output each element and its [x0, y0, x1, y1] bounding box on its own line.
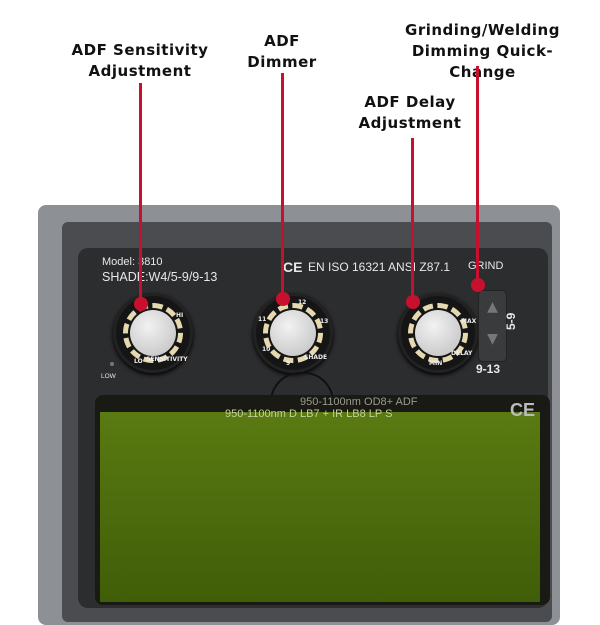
callout-dimmer-line-2: Dimmer — [247, 53, 317, 71]
callout-line-sensitivity — [139, 83, 142, 305]
callout-grind-line-2: Dimming Quick-Change — [411, 42, 554, 81]
knob-min-label: MIN — [429, 360, 443, 367]
certification-label: EN ISO 16321 ANSI Z87.1 — [308, 260, 451, 274]
callout-delay-line-2: Adjustment — [358, 114, 462, 132]
knob-delay-label: DELAY — [451, 350, 473, 357]
lens-spec-line-1: 950-1100nm OD8+ ADF — [300, 396, 418, 408]
callout-dot-dimmer — [276, 292, 290, 306]
callout-dot-grind — [471, 278, 485, 292]
callout-dimmer-line-1: ADF — [264, 32, 300, 50]
shade-11: 11 — [258, 316, 267, 323]
low-label: LOW — [101, 373, 116, 380]
callout-line-delay — [411, 138, 414, 302]
callout-delay-line-1: ADF Delay — [364, 93, 456, 111]
callout-sensitivity-line-1: ADF Sensitivity — [71, 41, 209, 59]
shade-dimmer-knob[interactable]: 12 13 11 10 9 SHADE — [253, 293, 333, 373]
knob-sensitivity-label: SENSITIVITY — [146, 356, 188, 363]
range-5-9-label: 5-9 — [504, 312, 518, 330]
shade-9: 9 — [286, 360, 291, 367]
shade-label: SHADE:W4/5-9/9-13 — [102, 270, 218, 284]
callout-grind-line-1: Grinding/Welding — [405, 21, 560, 39]
ce-mark: CE — [283, 259, 303, 275]
callout-dot-delay — [406, 295, 420, 309]
knob-hi-label: HI — [176, 312, 184, 319]
chevron-up-icon: ▲ — [487, 299, 498, 315]
chevron-down-icon: ▼ — [487, 331, 498, 347]
callout-dimmer: ADF Dimmer — [222, 31, 342, 73]
range-9-13-label: 9-13 — [476, 362, 501, 376]
grind-toggle-switch[interactable]: ▲ ▼ — [478, 290, 507, 362]
delay-knob[interactable]: MIN DELAY MAX — [398, 293, 478, 373]
grind-label: GRIND — [468, 260, 504, 272]
shade-13: 13 — [320, 318, 329, 325]
lens-spec-line-2: 950-1100nm D LB7 + IR LB8 LP S — [225, 408, 393, 420]
sensitivity-knob[interactable]: LO SENSITIVITY HI — [113, 293, 193, 373]
adf-lens-glass — [100, 412, 540, 602]
shade-10: 10 — [262, 346, 271, 353]
knob-max-label: MAX — [461, 318, 477, 325]
low-battery-led — [110, 362, 114, 366]
callout-sensitivity-line-2: Adjustment — [88, 62, 192, 80]
knob-shade-label: SHADE — [304, 354, 328, 361]
knob-lo-label: LO — [134, 358, 143, 365]
callout-line-grind — [476, 66, 479, 286]
callout-line-dimmer — [281, 73, 284, 299]
lens-ce-mark: CE — [510, 400, 536, 420]
shade-12: 12 — [298, 299, 307, 306]
model-label: Model: 3810 — [102, 256, 163, 268]
callout-dot-sensitivity — [134, 297, 148, 311]
